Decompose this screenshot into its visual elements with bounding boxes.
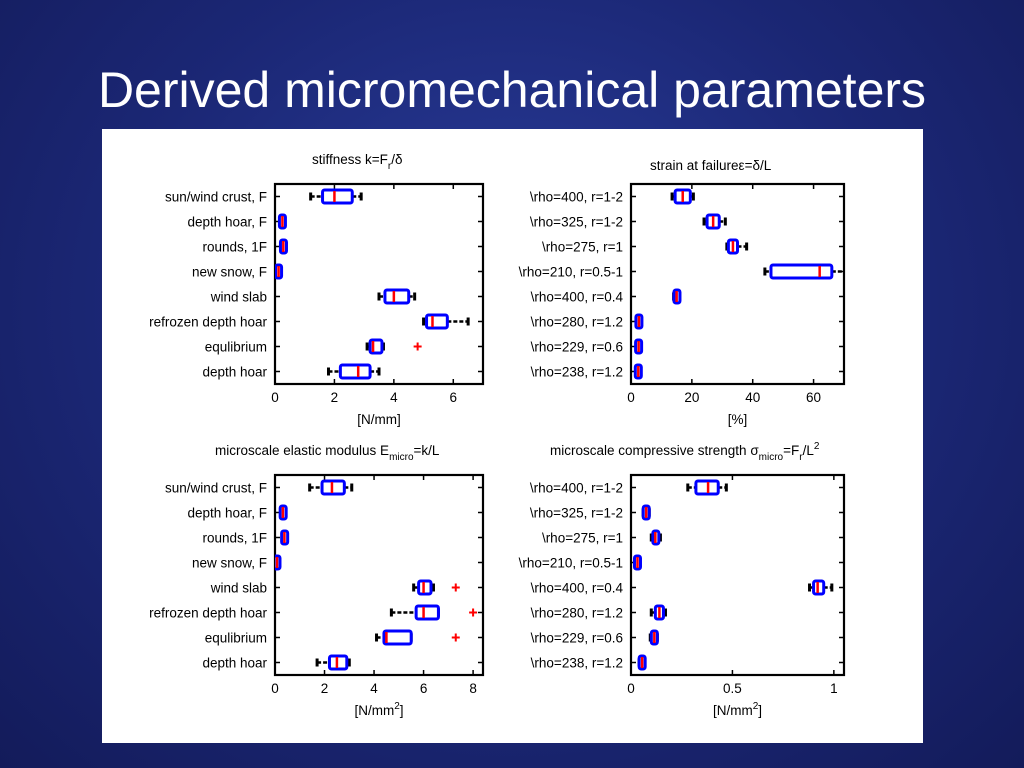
category-label: rounds, 1F xyxy=(202,240,267,255)
box-iqr xyxy=(321,188,354,205)
category-label: \rho=400, r=0.4 xyxy=(531,290,624,305)
x-tick-label: 0 xyxy=(271,390,279,405)
category-label: wind slab xyxy=(210,581,267,596)
x-tick-label: 6 xyxy=(450,390,458,405)
box-iqr xyxy=(414,604,440,621)
category-label: \rho=325, r=1-2 xyxy=(530,506,623,521)
x-axis-label: [N/mm] xyxy=(357,412,401,427)
x-tick-label: 8 xyxy=(469,681,477,696)
x-tick-label: 0 xyxy=(271,681,279,696)
x-axis-label: [%] xyxy=(728,412,748,427)
x-tick-label: 0 xyxy=(627,390,635,405)
category-label: sun/wind crust, F xyxy=(165,190,267,205)
box-iqr xyxy=(769,263,834,280)
outlier-marker xyxy=(469,608,478,617)
x-tick-label: 6 xyxy=(420,681,428,696)
chart-panel-3: microscale elastic modulus Emicro=k/L 0 2 4… xyxy=(149,443,485,718)
category-label: \rho=280, r=1.2 xyxy=(531,606,623,621)
outlier-marker xyxy=(451,583,460,592)
x-axis-label: [N/mm2] xyxy=(713,701,762,718)
category-label: \rho=400, r=1-2 xyxy=(530,481,623,496)
category-label: \rho=210, r=0.5-1 xyxy=(519,556,623,571)
chart-title: strain at failureε=δ/L xyxy=(650,158,772,173)
category-label: equlibrium xyxy=(205,631,267,646)
category-label: \rho=400, r=0.4 xyxy=(531,581,624,596)
category-label: \rho=229, r=0.6 xyxy=(531,631,623,646)
category-label: depth hoar, F xyxy=(187,506,267,521)
category-label: depth hoar xyxy=(202,365,267,380)
boxes-group xyxy=(633,188,844,380)
x-tick-label: 40 xyxy=(745,390,760,405)
category-label: depth hoar, F xyxy=(187,215,267,230)
category-label: rounds, 1F xyxy=(202,531,267,546)
x-tick-label: 60 xyxy=(806,390,821,405)
chart-panel-1: stiffness k=Fr/δ 0 2 4 6 [N/mm] sun/wind crust… xyxy=(149,152,485,427)
x-tick-label: 4 xyxy=(390,390,398,405)
category-label: \rho=238, r=1.2 xyxy=(531,656,623,671)
category-label: refrozen depth hoar xyxy=(149,606,267,621)
x-tick-label: 4 xyxy=(370,681,378,696)
axes-frame xyxy=(273,473,485,677)
category-label: \rho=400, r=1-2 xyxy=(530,190,623,205)
axes-frame xyxy=(629,473,846,677)
category-label: sun/wind crust, F xyxy=(165,481,267,496)
category-label: \rho=238, r=1.2 xyxy=(531,365,623,380)
x-tick-label: 0 xyxy=(627,681,635,696)
boxes-group xyxy=(275,479,478,671)
category-label: \rho=210, r=0.5-1 xyxy=(519,265,623,280)
slide-title: Derived micromechanical parameters xyxy=(97,62,927,118)
category-label: \rho=275, r=1 xyxy=(542,240,623,255)
x-tick-label: 1 xyxy=(830,681,838,696)
box-iqr xyxy=(425,313,449,330)
chart-title: stiffness k=Fr/δ xyxy=(312,152,403,172)
chart-title: microscale elastic modulus Emicro=k/L xyxy=(215,443,440,463)
outlier-marker xyxy=(451,633,460,642)
category-label: depth hoar xyxy=(202,656,267,671)
figure-panel: stiffness k=Fr/δ 0 2 4 6 [N/mm] sun/wind crust… xyxy=(102,129,923,743)
category-label: new snow, F xyxy=(192,265,267,280)
boxplot-figure: stiffness k=Fr/δ 0 2 4 6 [N/mm] sun/wind crust… xyxy=(149,152,846,718)
axes-frame xyxy=(273,182,485,386)
category-label: \rho=275, r=1 xyxy=(542,531,623,546)
boxes-group xyxy=(275,188,470,380)
chart-panel-2: strain at failureε=δ/L 0 20 40 60 [%] \rho=400… xyxy=(519,158,846,427)
x-axis-label: [N/mm2] xyxy=(354,701,403,718)
category-label: equlibrium xyxy=(205,340,267,355)
category-label: wind slab xyxy=(210,290,267,305)
chart-panel-4: microscale compressive strength σmicro=F… xyxy=(519,441,846,718)
x-tick-label: 0.5 xyxy=(723,681,742,696)
x-tick-label: 20 xyxy=(684,390,699,405)
x-tick-label: 2 xyxy=(321,681,329,696)
x-tick-label: 2 xyxy=(331,390,339,405)
category-label: \rho=325, r=1-2 xyxy=(530,215,623,230)
category-label: new snow, F xyxy=(192,556,267,571)
chart-title: microscale compressive strength σmicro=F… xyxy=(550,441,820,463)
category-label: refrozen depth hoar xyxy=(149,315,267,330)
category-label: \rho=280, r=1.2 xyxy=(531,315,623,330)
category-label: \rho=229, r=0.6 xyxy=(531,340,623,355)
box-iqr xyxy=(383,288,411,305)
outlier-marker xyxy=(413,342,422,351)
box-iqr xyxy=(382,629,413,646)
box-iqr xyxy=(338,363,372,380)
boxes-group xyxy=(632,479,834,671)
axes-frame xyxy=(629,182,846,386)
